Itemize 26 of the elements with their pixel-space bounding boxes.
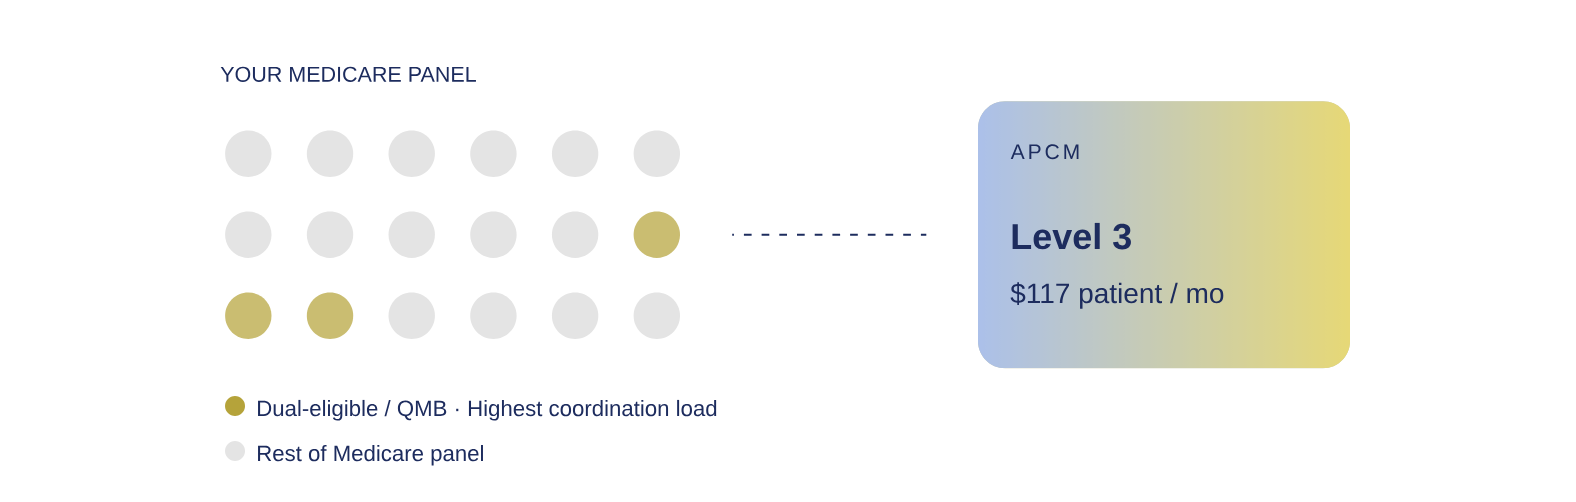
panel-dot [551,130,599,177]
panel-dot [633,130,680,177]
dashed-connector [731,233,928,236]
panel-dot [225,211,272,258]
panel-dot [306,130,354,177]
card-label: APCM [1010,144,1079,160]
panel-dot [388,130,435,177]
panel-dot [225,130,272,177]
panel-dot [388,292,435,339]
legend-label: Dual-eligible / QMB · Highest coordination load [258,399,717,421]
panel-dot [470,211,517,258]
panel-dot [470,292,517,339]
panel-dot [225,292,272,339]
panel-dot [551,211,599,258]
panel-dot [470,130,517,177]
panel-dot [306,292,354,339]
panel-dot [633,292,680,339]
panel-dot [551,292,599,339]
level-heading: Level 3 [1012,222,1131,250]
price-text: $117 patient / mo [1010,282,1224,309]
panel-dot [388,211,435,258]
panel-dot [633,211,680,258]
legend-label: Rest of Medicare panel [258,444,483,466]
panel-dot [306,211,354,258]
info-card [978,101,1350,369]
panel-heading: YOUR MEDICARE PANEL [220,66,476,82]
